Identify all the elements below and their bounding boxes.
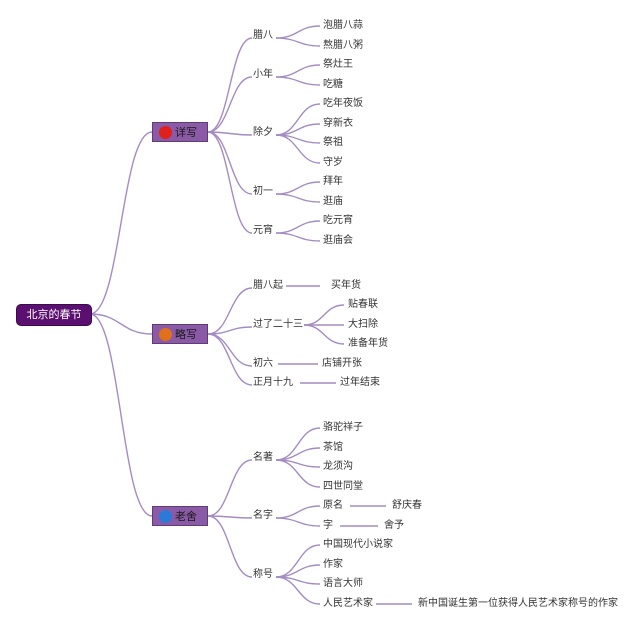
connector-line: [207, 37, 253, 133]
connector-line: [275, 25, 321, 39]
main-node-label: 老舍: [175, 510, 197, 523]
main-node-brief[interactable]: 略写: [152, 324, 208, 344]
leaf-item[interactable]: 大扫除: [348, 319, 378, 330]
connector-line: [275, 517, 321, 527]
leaf-item[interactable]: 祭灶王: [323, 59, 353, 70]
connector-line: [275, 505, 321, 519]
connector-line: [275, 193, 321, 203]
leaf-item[interactable]: 四世同堂: [323, 481, 363, 492]
topic-xiaonian[interactable]: 小年: [253, 69, 273, 80]
connector-line: [207, 515, 253, 578]
leaf-item[interactable]: 吃元宵: [323, 215, 353, 226]
leaf-item[interactable]: 逛庙会: [323, 235, 353, 246]
leaf-item[interactable]: 逛庙: [323, 196, 343, 207]
leaf-item[interactable]: 祭祖: [323, 137, 343, 148]
leaf-item[interactable]: 熬腊八粥: [323, 40, 363, 51]
topic-guoleershisan[interactable]: 过了二十三: [253, 319, 303, 330]
leaf-item[interactable]: 贴春联: [348, 299, 378, 310]
leaf-item[interactable]: 准备年货: [348, 338, 388, 349]
topic-zhengyueshijiu[interactable]: 正月十九: [253, 377, 293, 388]
topic-chenghao[interactable]: 称号: [253, 569, 273, 580]
leaf-detail[interactable]: 新中国诞生第一位获得人民艺术家称号的作家: [418, 598, 618, 609]
connector-line: [275, 76, 321, 86]
connector-line: [275, 459, 321, 488]
connector-line: [275, 37, 321, 47]
leaf-item[interactable]: 泡腊八蒜: [323, 20, 363, 31]
main-node-detailed[interactable]: 详写: [152, 122, 208, 142]
leaf-item[interactable]: 茶馆: [323, 442, 343, 453]
leaf-item[interactable]: 中国现代小说家: [323, 539, 393, 550]
topic-mingzi[interactable]: 名字: [253, 510, 273, 521]
leaf-item[interactable]: 过年结束: [340, 377, 380, 388]
connector-line: [275, 64, 321, 78]
leaf-item[interactable]: 人民艺术家: [323, 598, 373, 609]
leaf-item[interactable]: 字: [323, 520, 333, 531]
connector-line: [303, 324, 345, 345]
leaf-item[interactable]: 穿新衣: [323, 118, 353, 129]
connector-line: [207, 131, 253, 234]
orange-circle-icon: [159, 328, 172, 341]
leaf-item[interactable]: 作家: [323, 559, 343, 570]
leaf-detail[interactable]: 舍予: [384, 520, 404, 531]
connector-line: [207, 287, 253, 335]
leaf-item[interactable]: 店铺开张: [322, 358, 362, 369]
main-node-label: 详写: [175, 126, 197, 139]
connector-line: [207, 459, 253, 517]
leaf-item[interactable]: 吃年夜饭: [323, 98, 363, 109]
connector-line: [207, 326, 253, 335]
connector-line: [275, 220, 321, 234]
connector-line: [275, 427, 321, 461]
connector-line: [89, 131, 153, 315]
leaf-detail[interactable]: 舒庆春: [392, 500, 422, 511]
connector-line: [275, 544, 321, 578]
connector-line: [303, 304, 345, 326]
main-node-laoshe[interactable]: 老舍: [152, 506, 208, 526]
connector-line: [275, 103, 321, 136]
main-node-label: 略写: [175, 328, 197, 341]
connector-line: [207, 333, 253, 386]
blue-circle-icon: [159, 510, 172, 523]
connector-line: [275, 181, 321, 195]
leaf-item[interactable]: 原名: [323, 500, 343, 511]
connector-line: [89, 313, 153, 517]
leaf-item[interactable]: 拜年: [323, 176, 343, 187]
connector-line: [89, 313, 153, 335]
leaf-item[interactable]: 龙须沟: [323, 461, 353, 472]
leaf-item[interactable]: 语言大师: [323, 578, 363, 589]
connector-line: [207, 131, 253, 136]
topic-chuyi[interactable]: 初一: [253, 186, 273, 197]
connector-line: [207, 515, 253, 519]
leaf-item[interactable]: 骆驼祥子: [323, 422, 363, 433]
leaf-item[interactable]: 买年货: [331, 280, 361, 291]
topic-yuanxiao[interactable]: 元宵: [253, 225, 273, 236]
root-node[interactable]: 北京的春节: [16, 304, 92, 326]
connector-line: [207, 131, 253, 195]
connector-line: [275, 134, 321, 164]
topic-chuxi[interactable]: 除夕: [253, 127, 273, 138]
connector-line: [275, 232, 321, 242]
connector-line: [275, 576, 321, 605]
connector-line: [207, 76, 253, 133]
topic-laba[interactable]: 腊八: [253, 30, 273, 41]
leaf-item[interactable]: 守岁: [323, 157, 343, 168]
topic-labaqi[interactable]: 腊八起: [253, 280, 283, 291]
red-circle-icon: [159, 126, 172, 139]
topic-chuliu[interactable]: 初六: [253, 358, 273, 369]
leaf-item[interactable]: 吃糖: [323, 79, 343, 90]
topic-mingzhu[interactable]: 名著: [253, 452, 273, 463]
